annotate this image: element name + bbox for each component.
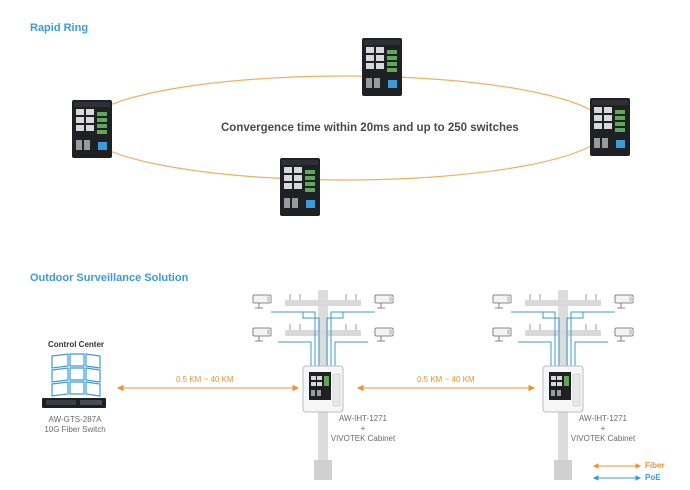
fiber-switch-desc: 10G Fiber Switch	[44, 425, 106, 434]
distance-label-right: 0.5 KM ~ 40 KM	[417, 375, 475, 384]
control-center-title: Control Center	[48, 340, 104, 349]
legend-fiber-label: Fiber	[645, 461, 665, 470]
ring-switch-top	[362, 38, 402, 96]
utility-pole-left	[253, 290, 393, 480]
ring-switch-left	[72, 100, 112, 158]
pole-left-cabinet: VIVOTEK Cabinet	[330, 434, 396, 443]
pole-right-model: AW-IHT-1271	[578, 414, 627, 423]
pole-right-cabinet: VIVOTEK Cabinet	[570, 434, 636, 443]
pole-right-caption: AW-IHT-1271 + VIVOTEK Cabinet	[558, 414, 648, 444]
pole-left-model: AW-IHT-1271	[338, 414, 387, 423]
fiber-link-left	[116, 384, 300, 392]
convergence-text: Convergence time within 20ms and up to 2…	[221, 122, 519, 134]
ring-switch-bottom	[280, 158, 320, 216]
fiber-switch-model: AW-GTS-287A	[48, 415, 102, 424]
fiber-switch-caption: AW-GTS-287A 10G Fiber Switch	[44, 415, 106, 435]
fiber-switch-icon	[42, 398, 106, 408]
outdoor-solution-title: Outdoor Surveillance Solution	[30, 272, 189, 284]
pole-right-plus: +	[600, 424, 606, 433]
ring-switch-right	[590, 98, 630, 156]
video-wall-icon	[51, 353, 101, 397]
pole-left-plus: +	[360, 424, 366, 433]
legend-fiber-arrow	[592, 463, 642, 469]
fiber-link-right	[356, 384, 536, 392]
utility-pole-right	[493, 290, 633, 480]
pole-left-caption: AW-IHT-1271 + VIVOTEK Cabinet	[318, 414, 408, 444]
distance-label-left: 0.5 KM ~ 40 KM	[176, 375, 234, 384]
rapid-ring-title: Rapid Ring	[30, 22, 89, 34]
legend-poe-label: PoE	[645, 473, 661, 482]
legend-poe-arrow	[592, 475, 642, 481]
